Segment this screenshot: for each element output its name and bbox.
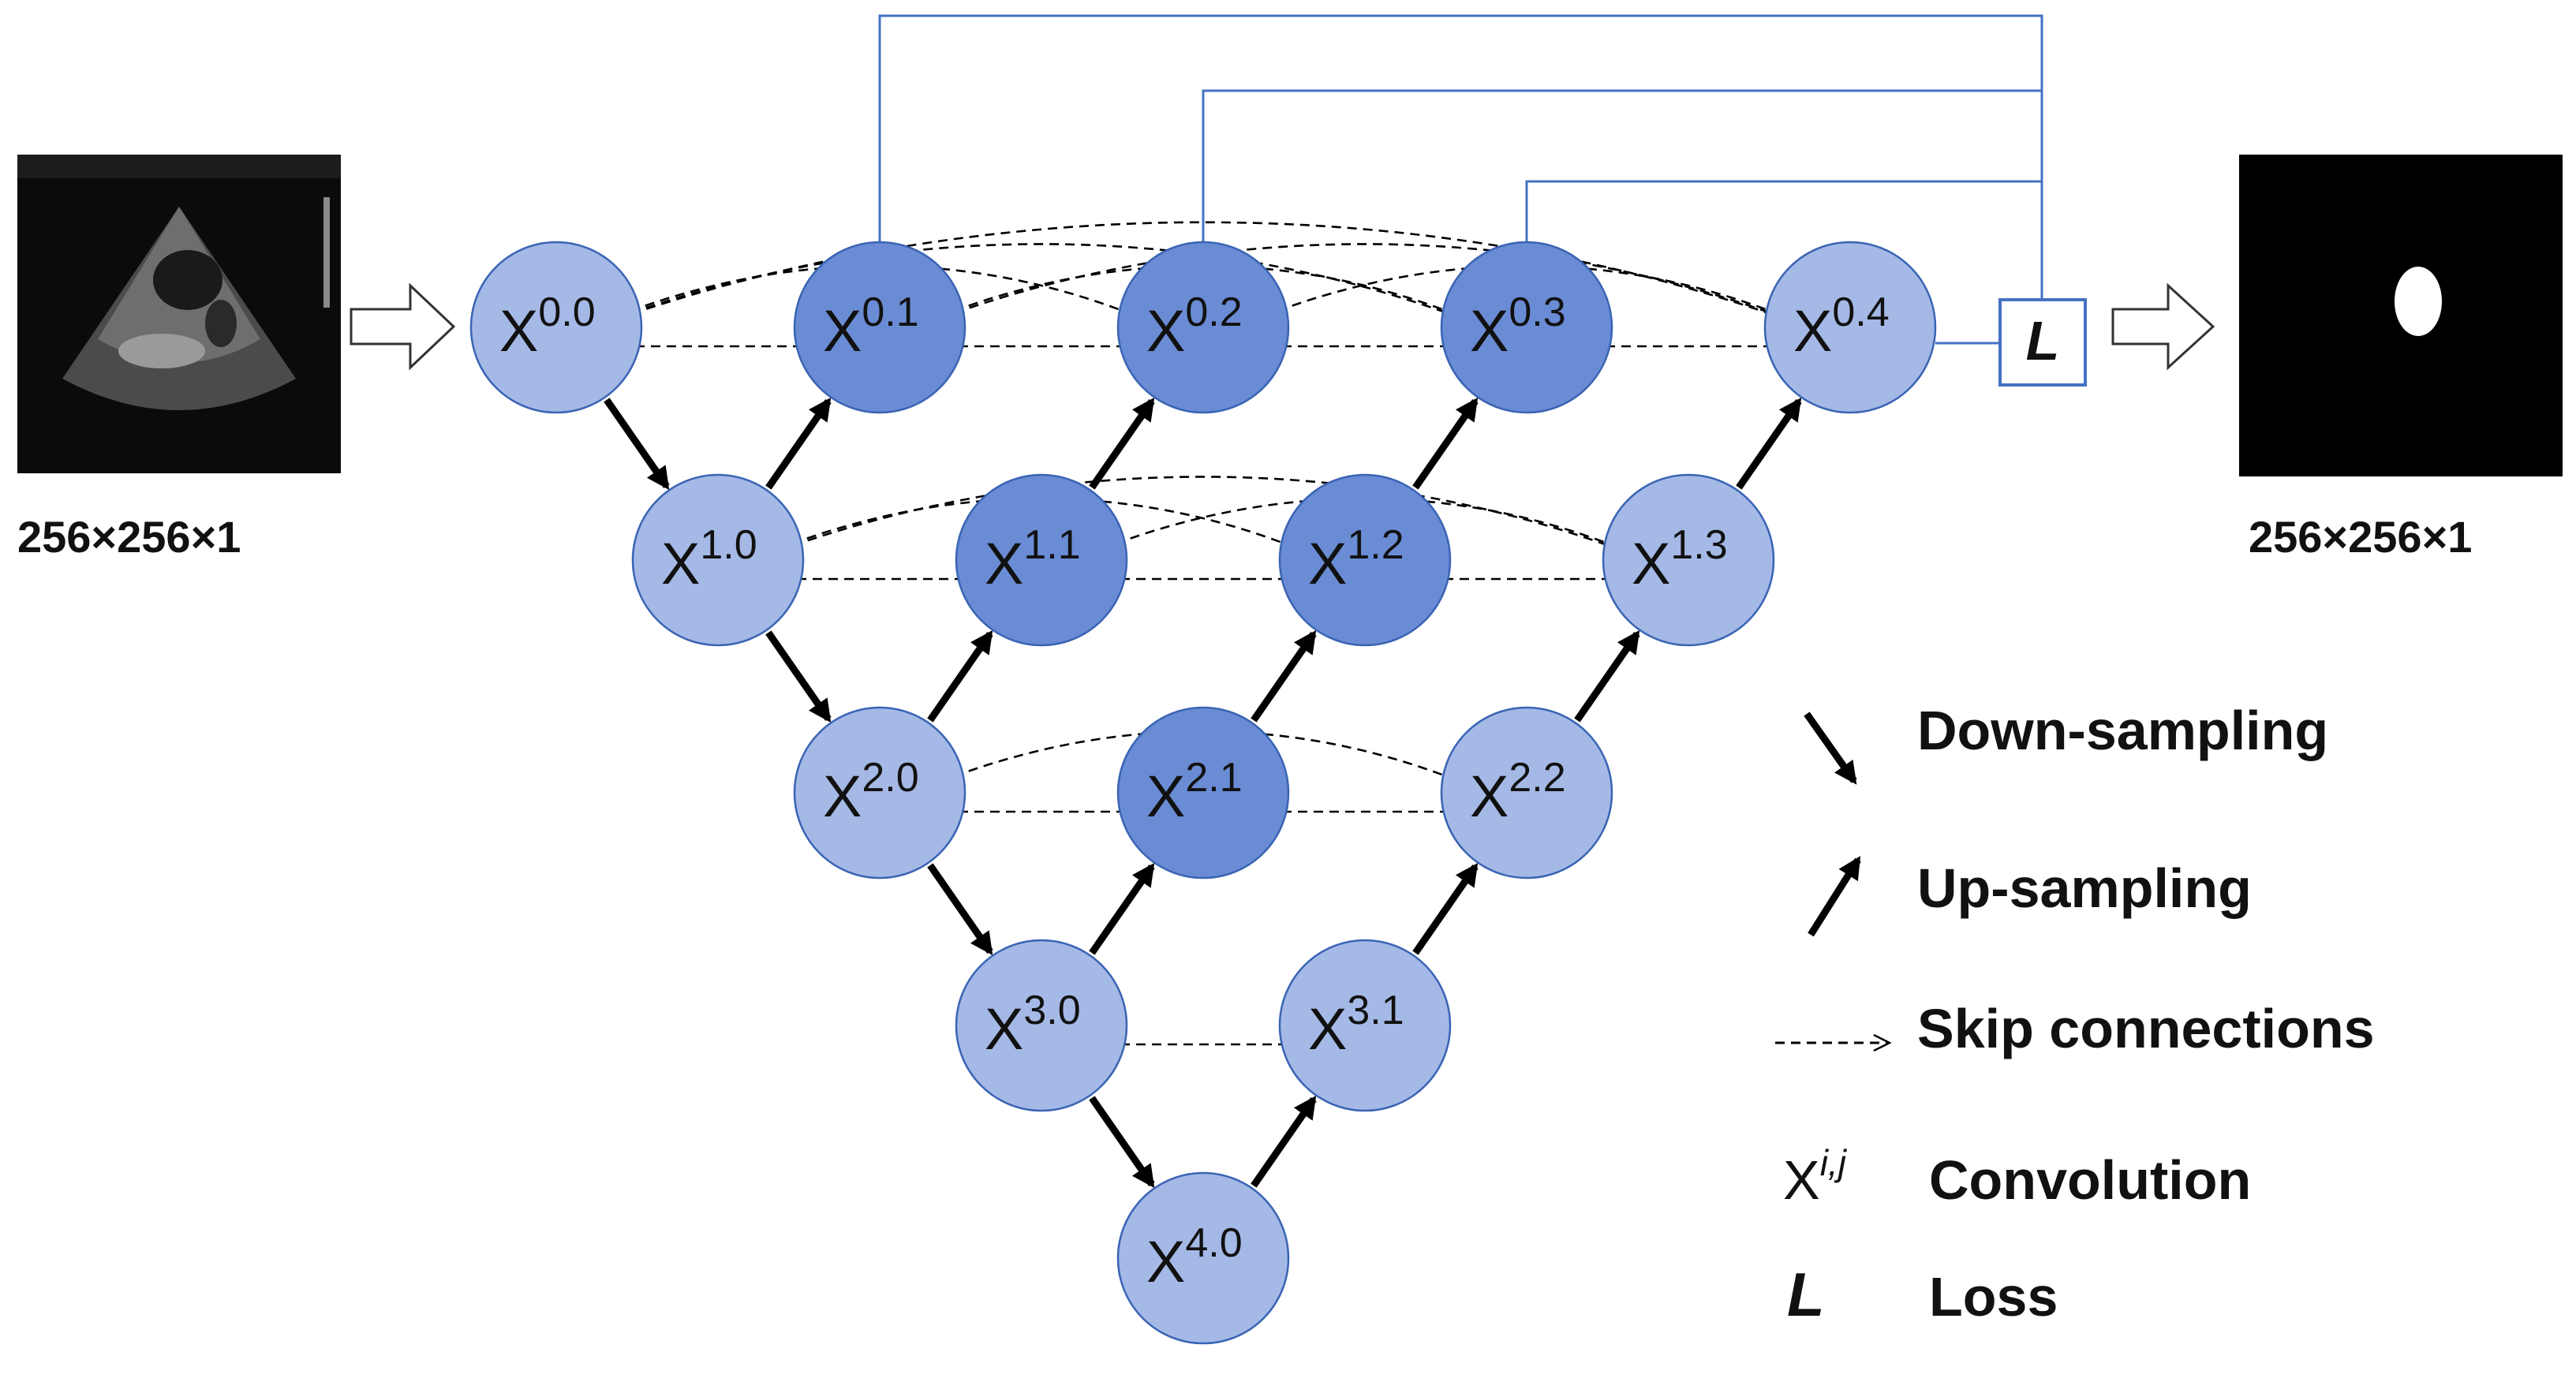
down-sampling-arrow (765, 630, 832, 723)
node-label: X1.3 (1632, 522, 1728, 596)
node-x2-2: X2.2 (1440, 706, 1613, 880)
supervision-line (1525, 180, 2043, 300)
node-x1-2: X1.2 (1278, 473, 1452, 647)
node-label: X4.0 (1146, 1220, 1243, 1294)
output-size-label: 256×256×1 (2249, 512, 2472, 562)
node-circle (469, 241, 643, 414)
node-label: X0.2 (1146, 289, 1243, 364)
long-skip-connection (1056, 497, 1658, 570)
node-circle (955, 939, 1128, 1112)
node-label: X0.1 (823, 289, 919, 364)
node-circle (793, 706, 966, 880)
sampling-arrows (604, 397, 1802, 1189)
node-label: X2.2 (1470, 755, 1566, 829)
legend-skip-label: Skip connections (1917, 998, 2375, 1059)
up-sampling-arrow (1412, 397, 1479, 490)
legend: Down-sampling Up-sampling Skip connectio… (1775, 700, 2375, 1329)
node-circle (1440, 706, 1613, 880)
node-circle (631, 473, 805, 647)
node-x1-1: X1.1 (955, 473, 1128, 647)
loss-box: L (1998, 298, 2087, 387)
legend-up-label: Up-sampling (1917, 857, 2252, 919)
node-x4-0: X4.0 (1116, 1171, 1290, 1345)
deep-supervision-lines (878, 14, 2043, 345)
node-circle (1116, 241, 1290, 414)
node-x0-1: X0.1 (793, 241, 966, 414)
output-arrow-icon (2111, 282, 2215, 371)
node-x0-0: X0.0 (469, 241, 643, 414)
up-sampling-arrow (1736, 397, 1802, 490)
up-sampling-arrow (765, 397, 832, 490)
legend-down-arrow-icon (1804, 712, 1857, 785)
node-circle (955, 473, 1128, 647)
node-label: X1.2 (1308, 522, 1404, 596)
node-circle (1116, 1171, 1290, 1345)
up-sampling-arrow (1412, 862, 1479, 955)
node-x3-0: X3.0 (955, 939, 1128, 1112)
down-sampling-arrow (927, 863, 993, 956)
input-image (17, 155, 341, 473)
down-sampling-arrow (1089, 1096, 1155, 1189)
node-label: X3.1 (1308, 988, 1404, 1062)
node-x1-0: X1.0 (631, 473, 805, 647)
node-label: X2.1 (1146, 755, 1243, 829)
long-skip-connection (571, 243, 1496, 337)
node-circle (1278, 473, 1452, 647)
node-circle (1440, 241, 1613, 414)
node-x3-1: X3.1 (1278, 939, 1452, 1112)
legend-conv-label: Convolution (1929, 1149, 2251, 1211)
node-x0-3: X0.3 (1440, 241, 1613, 414)
long-skip-connection (571, 264, 1172, 337)
legend-down-label: Down-sampling (1917, 700, 2328, 761)
loss-box-letter: L (2026, 310, 2060, 372)
long-skip-connection (733, 497, 1334, 570)
output-mask-image (2239, 155, 2563, 476)
input-arrow-icon (350, 282, 456, 371)
long-skip-connection (895, 730, 1496, 802)
up-sampling-arrow (1089, 397, 1155, 490)
input-size-label: 256×256×1 (17, 512, 241, 562)
node-label: X2.0 (823, 755, 919, 829)
long-skip-connection (1218, 264, 1819, 337)
long-skip-connection (733, 476, 1658, 570)
down-sampling-arrow (604, 398, 670, 491)
node-circle (1763, 241, 1937, 414)
node-label: X1.0 (661, 522, 757, 596)
node-label: X3.0 (985, 988, 1081, 1062)
node-circle (1278, 939, 1452, 1112)
node-label: X0.4 (1793, 289, 1890, 364)
node-x1-3: X1.3 (1602, 473, 1775, 647)
node-circle (1602, 473, 1775, 647)
up-sampling-arrow (1251, 629, 1317, 723)
up-sampling-arrow (1251, 1095, 1317, 1188)
legend-conv-symbol: Xi,j (1783, 1142, 1848, 1211)
node-label: X0.0 (499, 289, 596, 364)
node-circle (793, 241, 966, 414)
node-label: X1.1 (985, 522, 1081, 596)
legend-loss-symbol: L (1787, 1260, 1825, 1329)
up-sampling-arrow (927, 629, 993, 723)
node-x2-0: X2.0 (793, 706, 966, 880)
long-skip-connection (571, 221, 1819, 337)
legend-loss-label: Loss (1929, 1266, 2058, 1328)
node-x0-4: X0.4 (1763, 241, 1937, 414)
supervision-line (1202, 89, 2043, 300)
node-x2-1: X2.1 (1116, 706, 1290, 880)
long-skip-connection (895, 264, 1496, 337)
up-sampling-arrow (1574, 629, 1640, 723)
long-skip-connection (895, 243, 1819, 337)
node-x0-2: X0.2 (1116, 241, 1290, 414)
up-sampling-arrow (1089, 862, 1155, 955)
node-label: X0.3 (1470, 289, 1566, 364)
node-circle (1116, 706, 1290, 880)
convolution-nodes: X0.0X1.0X2.0X3.0X4.0 X0.1 X0.2 X0.3 X0.4X1.1… (469, 241, 1937, 1345)
legend-up-arrow-icon (1808, 856, 1861, 937)
